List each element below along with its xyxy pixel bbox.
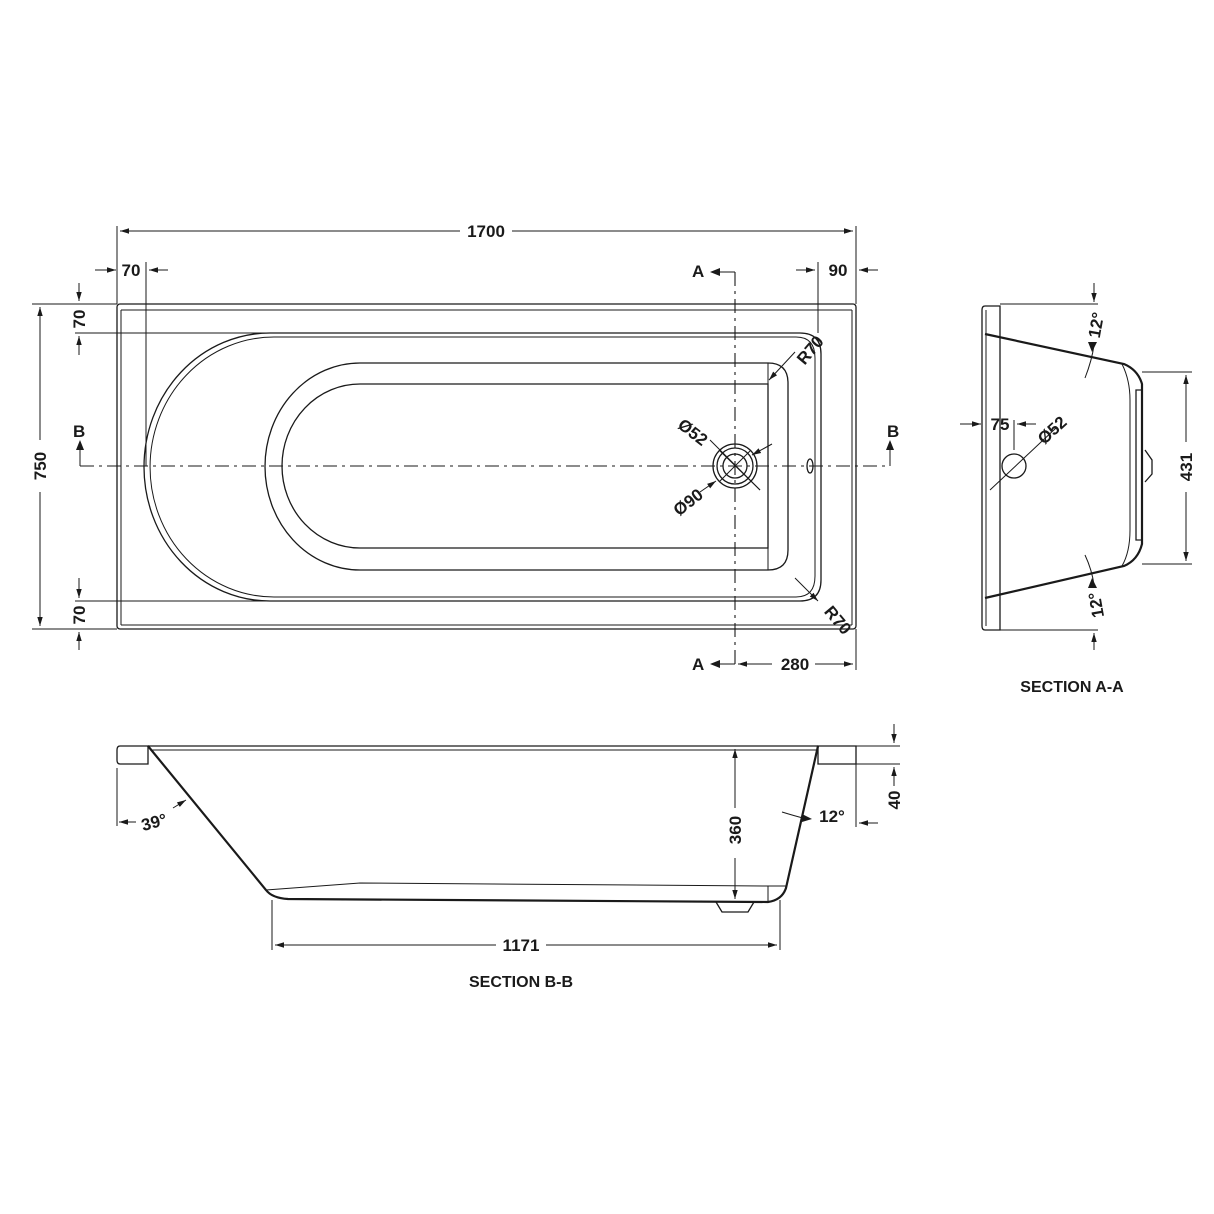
section-a-a: 12° 12° 75 Ø52 431 SECTION A-A <box>960 283 1196 696</box>
section-a-a-title: SECTION A-A <box>1020 679 1124 696</box>
dim-waste-offset: 280 <box>781 655 809 674</box>
bowl-outline <box>143 332 822 602</box>
dim-wall-angle: 12° <box>819 807 845 826</box>
section-a-bowl <box>984 332 1144 600</box>
dim-waste-outer-dia: Ø90 <box>670 485 707 520</box>
dim-waste-inner-dia: Ø52 <box>674 415 711 450</box>
dim-overall-length: 1700 <box>467 222 505 241</box>
section-a-marker-bottom: A <box>692 655 704 674</box>
dim-end-angle: 39° <box>139 810 169 835</box>
section-b-b: 39° 360 12° 40 1171 SECTION B-B <box>116 724 904 991</box>
dim-floor-width: 431 <box>1177 453 1196 481</box>
dim-left-rim: 70 <box>122 261 141 280</box>
dim-corner-radius-top: R70 <box>793 332 828 368</box>
dim-overall-width: 750 <box>31 452 50 480</box>
dim-top-rim: 70 <box>70 310 89 329</box>
section-b-b-title: SECTION B-B <box>469 974 573 991</box>
dim-depth: 360 <box>726 816 745 844</box>
section-b-bowl <box>147 745 820 904</box>
dim-overflow-offset: 75 <box>991 415 1010 434</box>
dim-rim-height: 40 <box>885 791 904 810</box>
dim-angle-top: 12° <box>1085 311 1108 340</box>
section-b-marker-right: B <box>887 422 899 441</box>
dim-floor-length: 1171 <box>503 936 540 955</box>
dim-angle-bottom: 12° <box>1085 590 1108 619</box>
section-a-marker-top: A <box>692 262 704 281</box>
plan-view: B B A A 1700 70 90 750 <box>31 222 899 674</box>
dim-corner-radius-bottom: R70 <box>820 602 855 638</box>
dim-bottom-rim: 70 <box>70 606 89 625</box>
dim-right-rim: 90 <box>829 261 848 280</box>
section-b-marker-left: B <box>73 422 85 441</box>
bowl-floor <box>264 362 789 571</box>
overflow-hole <box>1001 453 1027 479</box>
